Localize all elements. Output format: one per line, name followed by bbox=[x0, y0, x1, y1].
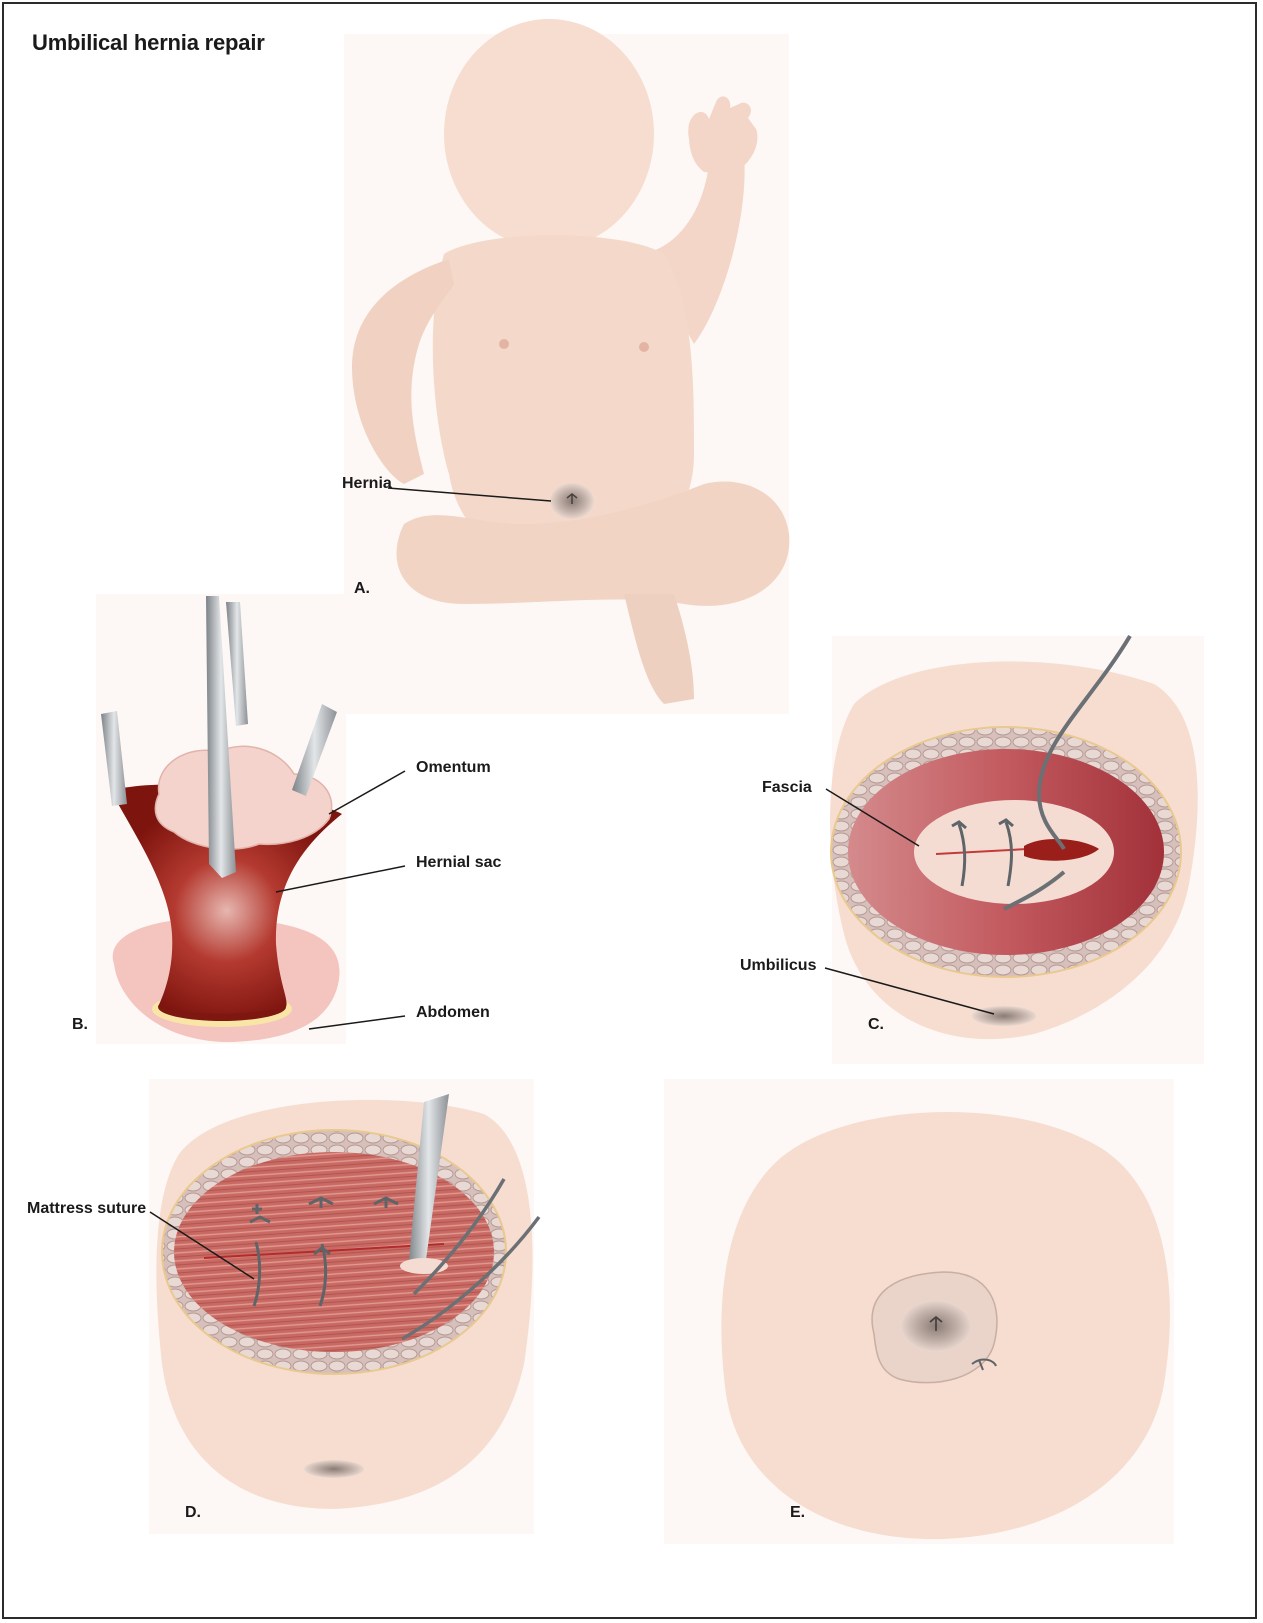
panel-a-illustration bbox=[344, 19, 789, 714]
baby-head bbox=[444, 19, 654, 249]
panel-letter-e: E. bbox=[790, 1504, 805, 1522]
umbilicus bbox=[972, 1006, 1036, 1026]
panel-letter-d: D. bbox=[185, 1504, 201, 1522]
callout-hernia: Hernia bbox=[342, 475, 392, 493]
illustration-canvas bbox=[4, 4, 1263, 1623]
umbilicus-d bbox=[304, 1460, 364, 1478]
callout-mattress-suture: Mattress suture bbox=[27, 1200, 146, 1218]
callout-omentum: Omentum bbox=[416, 759, 491, 777]
panel-letter-c: C. bbox=[868, 1016, 884, 1034]
panel-d-illustration bbox=[149, 1079, 539, 1534]
callout-fascia: Fascia bbox=[762, 779, 812, 797]
panel-c-illustration bbox=[825, 636, 1204, 1064]
callout-abdomen: Abdomen bbox=[416, 1004, 490, 1022]
callout-umbilicus: Umbilicus bbox=[740, 957, 816, 975]
panel-e-illustration bbox=[664, 1079, 1174, 1544]
nipple-right bbox=[639, 342, 649, 352]
fascia-closed bbox=[174, 1152, 494, 1352]
callout-hernial-sac: Hernial sac bbox=[416, 854, 501, 872]
panel-letter-a: A. bbox=[354, 580, 370, 598]
nipple-left bbox=[499, 339, 509, 349]
panel-letter-b: B. bbox=[72, 1016, 88, 1034]
